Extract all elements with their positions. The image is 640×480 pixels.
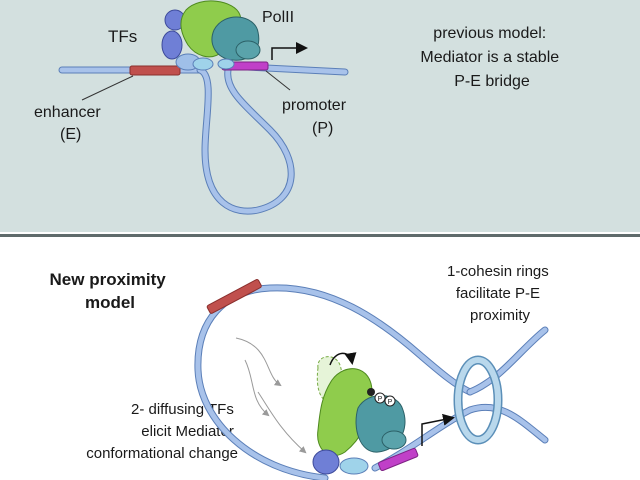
tfs-label: TFs	[108, 27, 137, 46]
promoter-pointer	[265, 70, 291, 91]
panel-divider	[0, 234, 640, 237]
enhancer-pointer	[81, 75, 134, 101]
enhancer-segment	[206, 279, 262, 314]
top-protein-complex	[161, 0, 261, 71]
new-model-title: New proximity model	[50, 270, 171, 312]
mediator-foot	[339, 457, 369, 475]
tf-blob	[161, 30, 183, 60]
transcription-start-arrow	[271, 42, 308, 60]
promoter-segment	[378, 447, 419, 472]
mediator-foot	[217, 58, 235, 70]
polii-blob	[381, 430, 407, 450]
svg-text:P: P	[378, 396, 383, 403]
cohesin-note: 1-cohesin rings facilitate P-E proximity	[447, 263, 553, 324]
top-panel-previous-model	[0, 0, 640, 232]
mediator-foot	[192, 57, 214, 71]
previous-model-note: previous model: Mediator is a stable P-E…	[420, 25, 563, 90]
polii-blob	[235, 40, 261, 60]
enhancer-label: enhancer	[34, 104, 101, 121]
promoter-label: promoter	[282, 97, 347, 114]
phosphate-marks: P P	[367, 388, 396, 407]
transcription-start-arrow	[421, 413, 455, 446]
polii-label: PolII	[262, 9, 294, 26]
svg-text:P: P	[388, 399, 393, 406]
enhancer-segment	[129, 65, 181, 76]
tf-blob	[312, 449, 340, 475]
diffusing-tfs-note: 2- diffusing TFs elicit Mediator conform…	[86, 401, 238, 462]
top-dna-strand	[58, 62, 349, 215]
conformational-change-arrow	[329, 352, 357, 366]
promoter-abbr-label: (P)	[312, 120, 333, 137]
diffusion-arrows	[235, 337, 307, 454]
enhancer-abbr-label: (E)	[60, 126, 81, 143]
cohesin-ring	[453, 355, 503, 445]
bottom-protein-complex	[312, 356, 419, 475]
